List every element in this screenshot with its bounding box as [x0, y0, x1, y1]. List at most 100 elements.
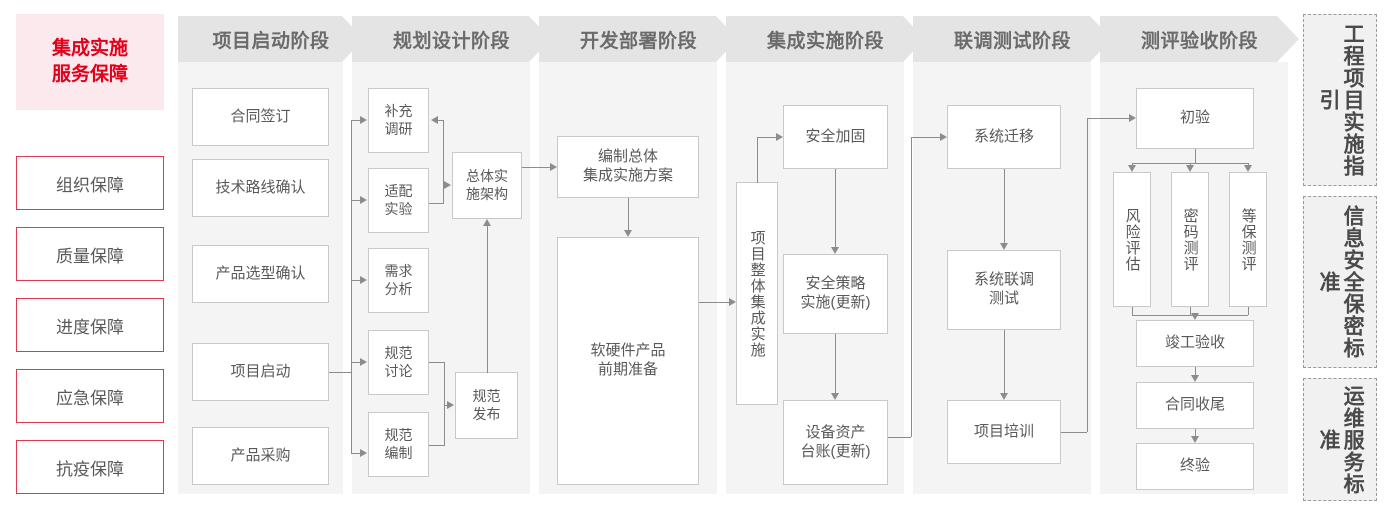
node-spec-release[interactable]: 规范 发布 — [455, 372, 518, 439]
node-adaptation-experiment[interactable]: 适配 实验 — [368, 168, 429, 233]
node-label-line1: 规范 — [384, 345, 413, 361]
node-requirement-analysis[interactable]: 需求 分析 — [368, 248, 429, 313]
node-spec-drafting[interactable]: 规范 编制 — [368, 412, 429, 477]
guarantee-label: 进度保障 — [56, 317, 124, 337]
node-label-line2: 施架构 — [466, 185, 508, 202]
arrowhead-preliminary-acceptance — [1129, 114, 1136, 122]
node-label-line2: 测试 — [988, 290, 1019, 307]
node-system-migration[interactable]: 系统迁移 — [947, 105, 1061, 169]
connector-risk-down — [1132, 307, 1133, 315]
node-risk-assessment[interactable]: 风险评估 — [1113, 172, 1151, 307]
node-label-line2: 实验 — [384, 200, 413, 217]
node-security-policy-implementation[interactable]: 安全策略 实施(更新) — [783, 254, 888, 334]
arrowhead-security-hardening — [776, 133, 783, 141]
node-product-procurement[interactable]: 产品采购 — [192, 427, 329, 485]
node-label-line1: 规范 — [472, 388, 501, 404]
connector-spec-merge — [444, 362, 445, 445]
node-mlps-evaluation[interactable]: 等保测评 — [1229, 172, 1267, 307]
connector-mlps-down — [1248, 307, 1249, 315]
arrowhead-system-migration — [940, 133, 947, 141]
guarantee-item-emergency[interactable]: 应急保障 — [16, 369, 164, 423]
node-label: 合同签订 — [230, 107, 291, 125]
arrowhead-spec-release — [447, 401, 454, 409]
phase-header-joint-testing[interactable]: 联调测试阶段 — [913, 16, 1112, 62]
phase-header-project-initiation[interactable]: 项目启动阶段 — [178, 16, 364, 62]
arrowhead-overall-architecture — [444, 181, 451, 189]
connector-to-adaptation-experiment — [351, 200, 360, 201]
node-label: 风险评估 — [1123, 207, 1141, 272]
node-security-hardening[interactable]: 安全加固 — [783, 105, 888, 169]
guarantee-item-schedule[interactable]: 进度保障 — [16, 298, 164, 352]
connector-adaptation-right — [429, 203, 444, 204]
arrowhead-spec-drafting — [360, 449, 367, 457]
connector-plan-to-preparation — [628, 198, 629, 230]
connector-spec-release-up — [487, 226, 488, 373]
phase-header-evaluation-acceptance[interactable]: 测评验收阶段 — [1100, 16, 1299, 62]
phase-header-planning-design[interactable]: 规划设计阶段 — [352, 16, 551, 62]
guarantee-item-organization[interactable]: 组织保障 — [16, 156, 164, 210]
node-label: 项目整体集成实施 — [748, 229, 766, 358]
node-contract-signing[interactable]: 合同签订 — [192, 88, 329, 146]
node-label-line1: 总体实 — [466, 168, 508, 184]
connector-evaluations-merge — [1132, 315, 1248, 316]
phase-header-label: 规划设计阶段 — [392, 30, 510, 52]
arrowhead-supplementary-research — [360, 116, 367, 124]
node-label-line1: 软硬件产品 — [590, 342, 666, 360]
connector-preliminary-down — [1195, 149, 1196, 163]
node-preliminary-acceptance[interactable]: 初验 — [1136, 88, 1254, 149]
node-system-joint-debug-test[interactable]: 系统联调 测试 — [947, 250, 1061, 330]
connector-hardening-to-policy — [835, 169, 836, 247]
connector-research-right — [438, 120, 444, 121]
node-prepare-overall-integration-plan[interactable]: 编制总体 集成实施方案 — [557, 136, 699, 198]
standard-ops-maintenance-service[interactable]: 运维服务标准 — [1303, 378, 1377, 501]
arrowhead-security-policy — [831, 247, 839, 254]
node-label-line1: 安全策略 — [805, 275, 866, 293]
node-label: 项目启动 — [230, 362, 291, 380]
node-tech-route-confirm[interactable]: 技术路线确认 — [192, 159, 329, 217]
guarantee-label: 质量保障 — [56, 246, 124, 266]
phase-header-integration-implementation[interactable]: 集成实施阶段 — [726, 16, 925, 62]
guarantee-item-epidemic[interactable]: 抗疫保障 — [16, 440, 164, 494]
arrowhead-joint-test — [1000, 243, 1008, 250]
node-overall-project-integration[interactable]: 项目整体集成实施 — [736, 182, 778, 405]
connector-crypto-down — [1190, 307, 1191, 315]
node-label-line2: 发布 — [472, 405, 501, 422]
node-cryptography-evaluation[interactable]: 密码测评 — [1171, 172, 1209, 307]
connector-to-supplementary-research — [351, 120, 360, 121]
standard-engineering-project-guide[interactable]: 工程项目实施指引 — [1303, 14, 1377, 186]
standard-label: 工程项目实施指引 — [1317, 23, 1365, 177]
guarantee-item-quality[interactable]: 质量保障 — [16, 227, 164, 281]
connector-spec-discussion-right — [429, 362, 445, 363]
node-label-line1: 编制总体 — [597, 148, 658, 166]
node-hw-sw-preliminary-preparation[interactable]: 软硬件产品 前期准备 — [557, 237, 699, 485]
node-project-training[interactable]: 项目培训 — [947, 400, 1061, 464]
node-label: 初验 — [1179, 109, 1210, 127]
arrowhead-crypto-evaluation — [1186, 165, 1194, 172]
node-overall-implementation-architecture[interactable]: 总体实 施架构 — [452, 152, 522, 219]
node-label-line1: 系统联调 — [973, 271, 1034, 289]
phase-header-label: 开发部署阶段 — [579, 30, 697, 52]
standard-information-security-confidentiality[interactable]: 信息安全保密标准 — [1303, 196, 1377, 368]
node-final-acceptance[interactable]: 终验 — [1136, 443, 1254, 490]
connector-kickoff-out — [329, 372, 351, 373]
node-label-line1: 补充 — [384, 103, 413, 119]
arrowhead-adaptation-experiment — [360, 196, 367, 204]
node-contract-closeout[interactable]: 合同收尾 — [1136, 382, 1254, 429]
node-supplementary-research[interactable]: 补充 调研 — [368, 88, 429, 153]
phase-header-dev-deployment[interactable]: 开发部署阶段 — [539, 16, 738, 62]
node-label-line1: 适配 — [384, 183, 413, 199]
node-label: 产品选型确认 — [215, 264, 306, 282]
node-label-line1: 规范 — [384, 427, 413, 443]
node-product-selection-confirm[interactable]: 产品选型确认 — [192, 245, 329, 303]
arrowhead-hw-sw-preparation — [624, 230, 632, 237]
left-panel-title: 集成实施 服务保障 — [16, 14, 164, 110]
node-completion-acceptance[interactable]: 竣工验收 — [1136, 320, 1254, 367]
node-label-line2: 集成实施方案 — [582, 167, 673, 184]
node-label: 密码测评 — [1181, 207, 1199, 272]
node-equipment-asset-ledger[interactable]: 设备资产 台账(更新) — [783, 400, 888, 485]
node-spec-discussion[interactable]: 规范 讨论 — [368, 330, 429, 395]
node-label-line2: 前期准备 — [597, 361, 658, 378]
node-project-kickoff[interactable]: 项目启动 — [192, 343, 329, 401]
phase-header-label: 项目启动阶段 — [212, 30, 330, 52]
